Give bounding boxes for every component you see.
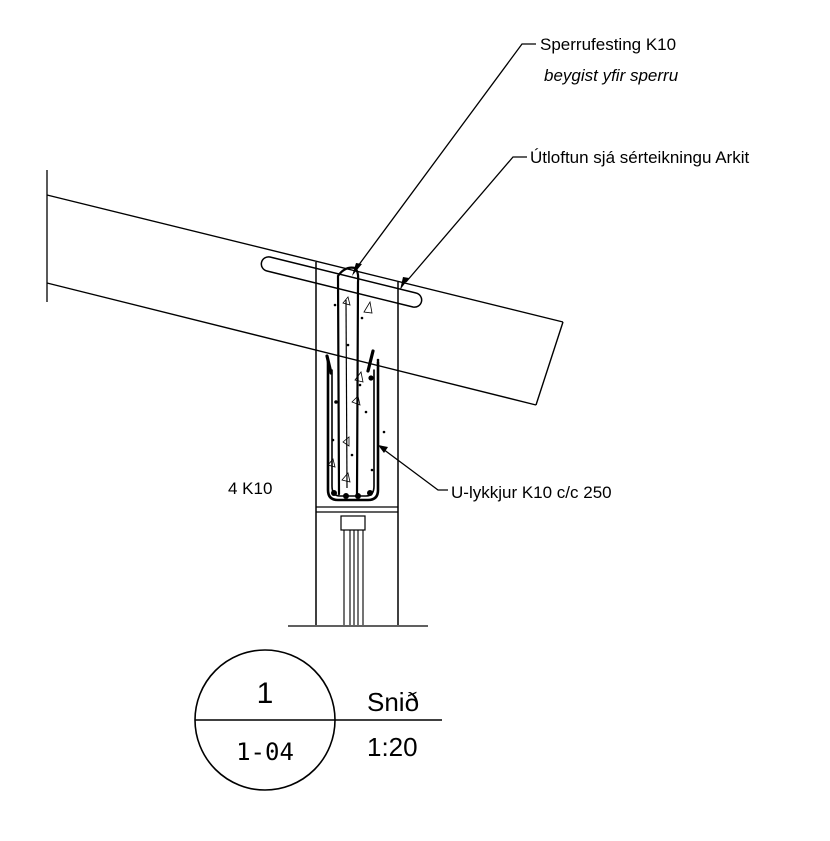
section-number: 1 — [257, 677, 274, 710]
wall-section — [288, 262, 428, 627]
section-marker: 1 1-04 Snið 1:20 — [194, 649, 442, 791]
leader-lines — [352, 43, 536, 491]
section-sheet: 1-04 — [236, 738, 294, 766]
section-scale: 1:20 — [367, 732, 418, 762]
leader-arrowhead — [352, 263, 362, 276]
rafter-fixing-label: Sperrufesting K10 — [540, 35, 676, 54]
rebar-count-label: 4 K10 — [228, 479, 272, 498]
leader-arrowhead — [378, 445, 388, 453]
foundation-post — [340, 515, 366, 625]
u-bar-label: U-lykkjur K10 c/c 250 — [451, 483, 612, 502]
rafter-fixing-note: beygist yfir sperru — [544, 66, 679, 85]
rafter-fixing-bar — [336, 266, 360, 496]
rafter — [46, 194, 564, 406]
ventilation-bar — [260, 256, 423, 308]
ventilation-label: Útloftun sjá sérteikningu Arkit — [530, 148, 749, 167]
u-bar-stirrups — [325, 349, 380, 502]
longitudinal-rebars — [331, 375, 374, 499]
leader-arrowhead — [400, 277, 409, 290]
section-title: Snið — [367, 687, 419, 717]
